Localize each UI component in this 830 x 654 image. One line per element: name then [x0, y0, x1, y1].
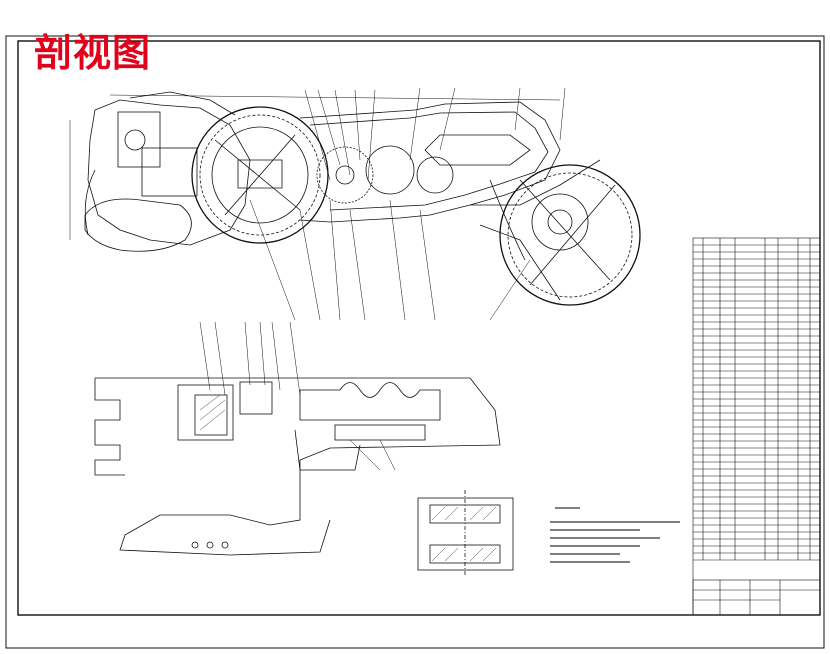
lower-bolt-2	[206, 541, 214, 549]
left-motor-block	[141, 147, 198, 197]
left-head-outline	[87, 99, 251, 246]
left-small-gear	[124, 129, 146, 151]
lower-box-2	[194, 394, 228, 436]
lower-bolt-1	[191, 541, 199, 549]
lower-box-1	[177, 384, 234, 441]
left-wheel-spoke-a	[214, 139, 301, 211]
middle-gear-a	[316, 146, 374, 204]
right-wheel-hub	[547, 209, 573, 235]
left-wheel-spoke-b	[224, 134, 296, 216]
left-wheel-inner	[211, 126, 309, 224]
leader-lines	[249, 87, 566, 321]
middle-gear-a-core	[335, 165, 355, 185]
lower-hatching	[199, 394, 226, 431]
detail-section	[417, 490, 514, 575]
lower-left-teeth	[94, 378, 125, 476]
technical-notes	[550, 507, 680, 563]
inner-frame	[17, 40, 821, 616]
right-wheel-outer	[499, 164, 641, 306]
lower-bolt-3	[221, 541, 229, 549]
right-wheel-spoke-b	[529, 184, 616, 286]
left-lower-lobe	[84, 198, 192, 252]
bom-table	[692, 237, 821, 616]
outer-frame	[5, 35, 825, 649]
right-wheel-spoke-a	[519, 179, 611, 281]
lower-serpentine	[299, 382, 441, 421]
center-chain-slot	[424, 134, 531, 166]
main-assembly-view	[69, 91, 641, 306]
lower-leader-lines	[199, 321, 396, 471]
lower-frame-outline	[95, 377, 501, 556]
bom-frame	[692, 237, 821, 616]
detail-frame	[417, 497, 514, 571]
middle-gear-b	[365, 145, 415, 195]
lower-slot	[334, 424, 426, 441]
title-block	[692, 579, 821, 616]
rear-boom-lower	[479, 224, 561, 301]
lower-section-view	[94, 377, 501, 556]
left-wheel-hub	[237, 159, 283, 189]
center-frame-inner	[309, 111, 549, 211]
middle-gear-c	[416, 156, 454, 194]
detail-hatch	[431, 506, 497, 562]
lower-box-3	[239, 381, 273, 415]
left-head-arc	[84, 169, 96, 236]
left-gearbox	[117, 111, 161, 168]
lower-shaft	[294, 429, 361, 471]
center-frame	[299, 101, 561, 223]
left-wheel-ring	[199, 114, 321, 236]
top-dimension-line	[109, 94, 561, 101]
left-wheel-outer	[191, 106, 329, 244]
rear-boom-upper	[470, 159, 601, 206]
drawing-title: 剖视图	[34, 30, 152, 75]
right-wheel-ring	[507, 172, 633, 298]
rear-link-curve	[489, 179, 526, 261]
